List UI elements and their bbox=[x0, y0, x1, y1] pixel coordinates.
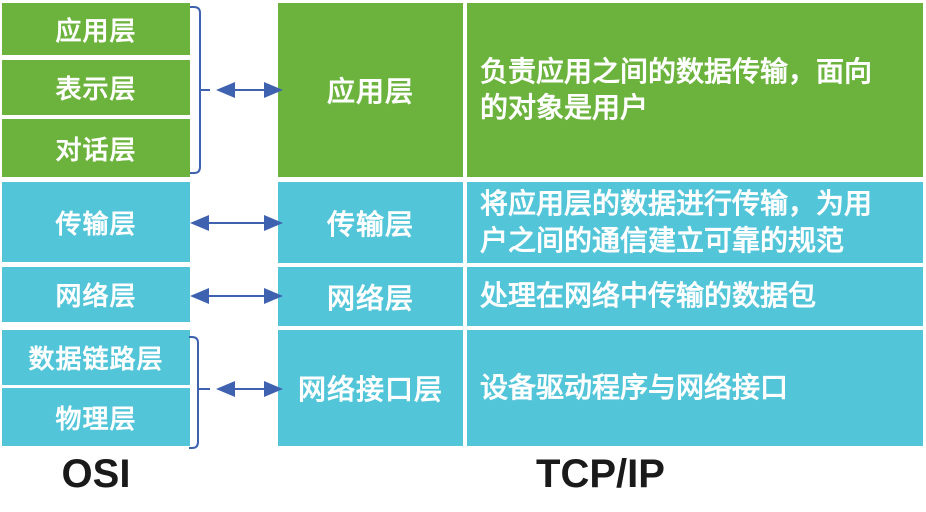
tcpip-desc-network: 处理在网络中传输的数据包 bbox=[467, 267, 923, 326]
osi-layer-session: 对话层 bbox=[2, 119, 190, 177]
osi-layer-physical: 物理层 bbox=[2, 388, 190, 446]
bracket-lower-layers-icon bbox=[189, 336, 210, 449]
tcpip-layer-network: 网络层 bbox=[278, 267, 463, 326]
osi-layer-application: 应用层 bbox=[2, 3, 190, 55]
tcpip-model-label: TCP/IP bbox=[536, 452, 665, 496]
double-arrow-application-icon bbox=[216, 82, 283, 98]
tcpip-desc-network-interface: 设备驱动程序与网络接口 bbox=[467, 330, 923, 446]
double-arrow-network-interface-icon bbox=[216, 381, 283, 397]
double-arrow-transport-icon bbox=[190, 215, 283, 231]
tcpip-desc-transport: 将应用层的数据进行传输，为用户之间的通信建立可靠的规范 bbox=[467, 182, 923, 263]
bracket-upper-layers-icon bbox=[190, 6, 210, 174]
tcpip-layer-application: 应用层 bbox=[278, 3, 463, 177]
osi-layer-presentation: 表示层 bbox=[2, 60, 190, 115]
osi-layer-transport: 传输层 bbox=[2, 182, 190, 262]
tcpip-desc-application: 负责应用之间的数据传输，面向的对象是用户 bbox=[467, 3, 923, 177]
osi-layer-network: 网络层 bbox=[2, 267, 190, 322]
osi-model-label: OSI bbox=[61, 452, 131, 496]
tcpip-layer-transport: 传输层 bbox=[278, 182, 463, 263]
double-arrow-network-icon bbox=[190, 288, 283, 304]
osi-layer-datalink: 数据链路层 bbox=[2, 330, 190, 385]
tcpip-layer-network-interface: 网络接口层 bbox=[278, 330, 463, 446]
